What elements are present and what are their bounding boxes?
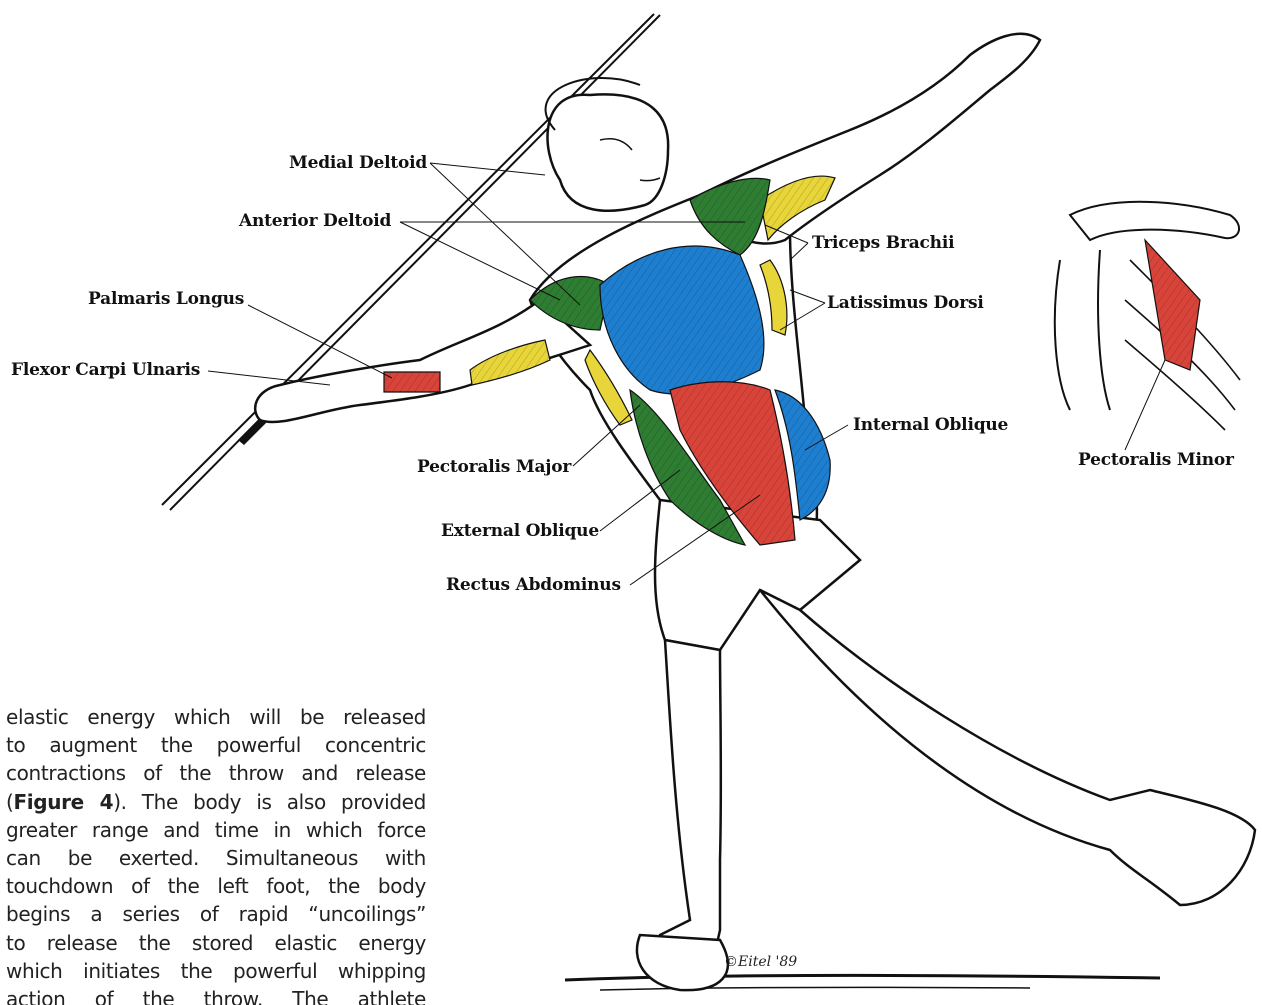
body-text-line: greater range and time in which force (6, 816, 426, 844)
body-text-paragraph: elastic energy which will be released to… (6, 703, 426, 1005)
body-text-line: action of the throw. The athlete (6, 985, 426, 1005)
head (546, 78, 669, 211)
body-text-line: elastic energy which will be released (6, 703, 426, 731)
label-triceps-brachii: Triceps Brachii (812, 233, 954, 253)
label-medial-deltoid: Medial Deltoid (289, 153, 427, 173)
label-rectus-abdominus: Rectus Abdominus (446, 575, 621, 595)
body-text-line: touchdown of the left foot, the body (6, 872, 426, 900)
label-palmaris-longus: Palmaris Longus (88, 289, 244, 309)
label-flexor-carpi-ulnaris: Flexor Carpi Ulnaris (11, 360, 200, 380)
label-latissimus-dorsi: Latissimus Dorsi (827, 293, 984, 313)
label-anterior-deltoid: Anterior Deltoid (239, 211, 391, 231)
body-text-line: to augment the powerful concentric (6, 731, 426, 759)
label-pectoralis-major: Pectoralis Major (417, 457, 571, 477)
body-text-line-figure-ref: (Figure 4). The body is also provided (6, 788, 426, 816)
figure-reference: Figure 4 (13, 790, 113, 814)
body-text-line: begins a series of rapid “uncoilings” (6, 900, 426, 928)
pectoralis-minor-inset (1055, 202, 1240, 430)
label-pectoralis-minor: Pectoralis Minor (1078, 450, 1234, 470)
body-text-line: can be exerted. Simultaneous with (6, 844, 426, 872)
label-external-oblique: External Oblique (441, 521, 599, 541)
body-text-line: which initiates the powerful whipping (6, 957, 426, 985)
label-internal-oblique: Internal Oblique (853, 415, 1008, 435)
body-text-line: to release the stored elastic energy (6, 929, 426, 957)
artist-signature: ©Eitel '89 (724, 954, 797, 970)
body-text-line: contractions of the throw and release (6, 759, 426, 787)
legs (637, 500, 1255, 990)
